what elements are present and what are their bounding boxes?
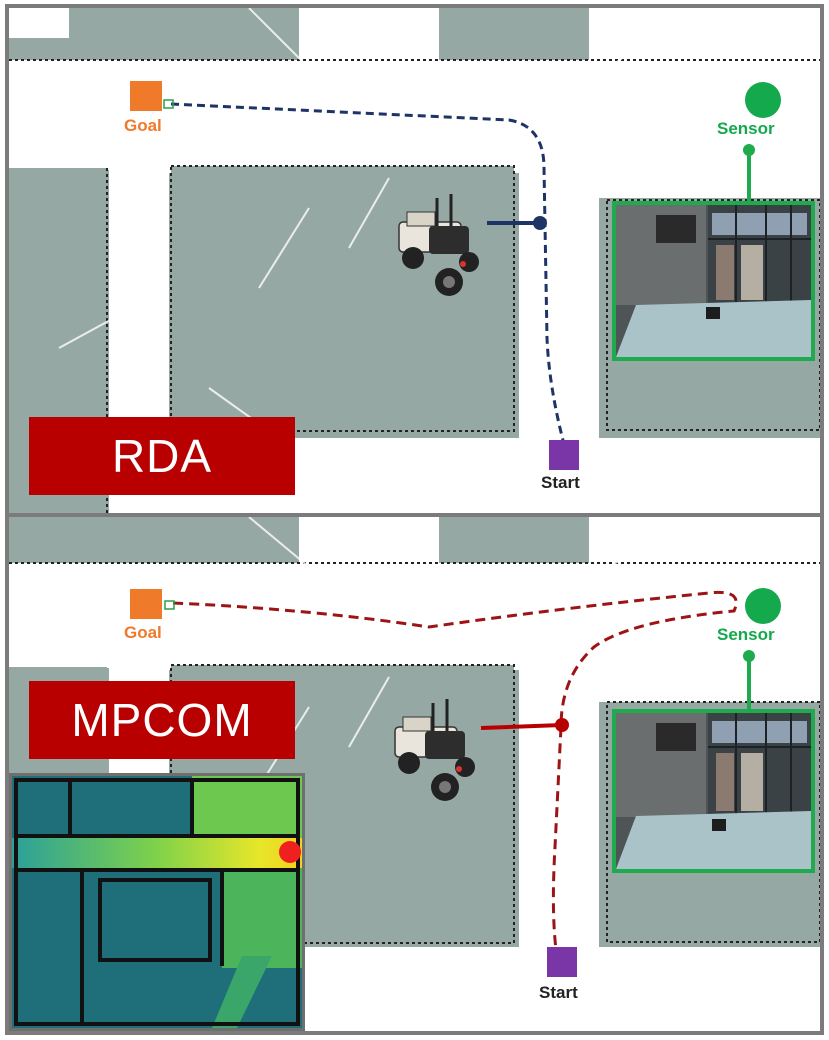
walls: [9, 562, 820, 944]
start-label: Start: [539, 983, 578, 1002]
sensor-label: Sensor: [717, 625, 775, 644]
rda-panel: Goal Sensor Start RDA: [5, 4, 824, 517]
sensor-camera-view: [612, 201, 815, 361]
room-photo: [616, 713, 811, 869]
pointer-dot: [555, 718, 569, 732]
start-marker-icon: [549, 440, 579, 470]
sensor-label: Sensor: [717, 119, 775, 138]
laser-rays: [58, 8, 690, 439]
goal-label: Goal: [124, 116, 162, 135]
sensor-hotspot-icon: [279, 841, 301, 863]
goal-marker-icon: [130, 81, 162, 111]
pointer-dot: [533, 216, 547, 230]
robot-icon: [398, 194, 479, 296]
method-label-rda: RDA: [29, 417, 295, 495]
robot-pointer: [480, 723, 563, 730]
mpcom-path: [172, 590, 738, 958]
heatmap-image: [12, 776, 302, 1028]
method-label-mpcom: MPCOM: [29, 681, 295, 759]
sensor-marker-icon: [745, 82, 781, 118]
room-photo: [616, 205, 811, 357]
start-label: Start: [541, 473, 580, 492]
sensor-marker-icon: [745, 588, 781, 624]
start-marker-icon: [547, 947, 577, 977]
goal-target-icon: [164, 600, 175, 610]
goal-label: Goal: [124, 623, 162, 642]
walls: [9, 59, 820, 513]
cost-heatmap: [9, 773, 305, 1031]
goal-target-icon: [163, 99, 174, 109]
robot-icon: [394, 699, 475, 801]
mpcom-panel: Goal Sensor Start MPCOM: [5, 513, 824, 1035]
rda-path: [170, 102, 567, 449]
goal-marker-icon: [130, 589, 162, 619]
sensor-camera-view: [612, 709, 815, 873]
